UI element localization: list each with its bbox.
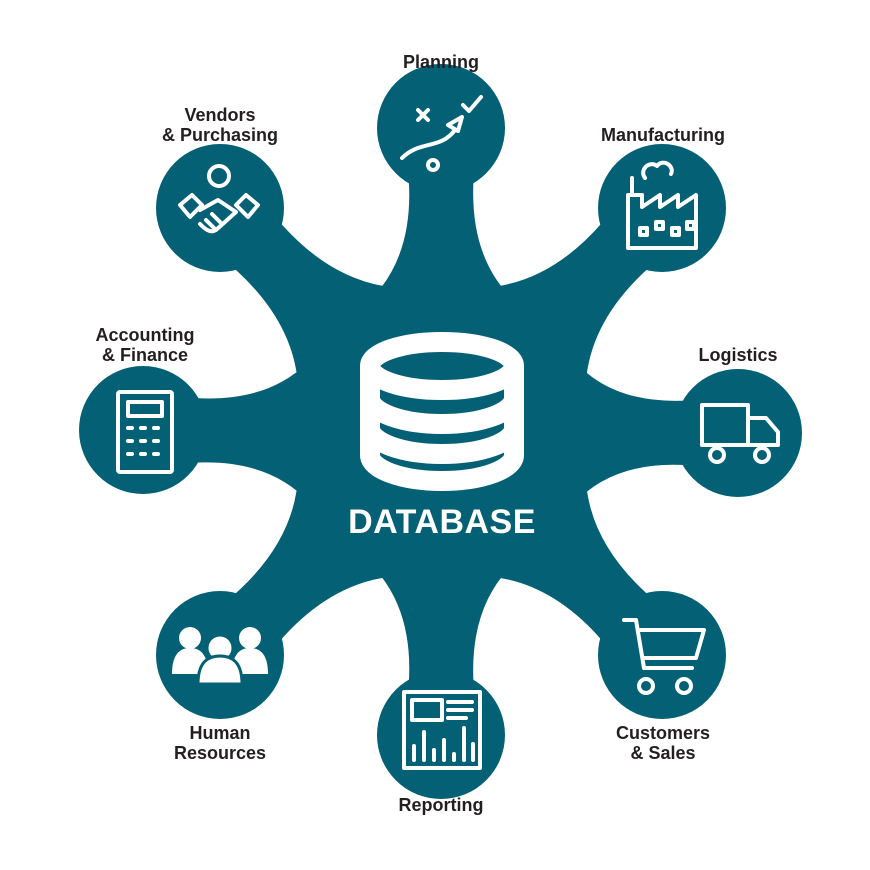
- node-label-logistics: Logistics: [698, 345, 778, 365]
- node-circle-vendors: [156, 144, 284, 272]
- node-label-customers: Customers & Sales: [615, 723, 711, 763]
- handshake-icon: [178, 164, 260, 234]
- database-icon: [360, 332, 524, 491]
- people-icon: [172, 627, 268, 686]
- truck-icon: [700, 403, 780, 464]
- node-circle-planning: [377, 64, 505, 192]
- shopping-cart-icon: [622, 618, 706, 695]
- node-label-vendors: Vendors & Purchasing: [161, 105, 279, 145]
- node-circle-logistics: [674, 369, 802, 497]
- calculator-icon: [116, 390, 174, 474]
- node-label-reporting: Reporting: [398, 795, 484, 815]
- node-label-accounting: Accounting & Finance: [95, 325, 195, 365]
- node-circle-customers: [598, 591, 726, 719]
- strategy-icon: [400, 95, 483, 172]
- factory-icon: [626, 160, 698, 250]
- node-label-hr: Human Resources: [173, 723, 267, 763]
- node-label-planning: Planning: [403, 52, 479, 72]
- report-icon: [402, 690, 482, 770]
- node-label-manufacturing: Manufacturing: [601, 125, 725, 145]
- center-title: DATABASE: [348, 503, 536, 541]
